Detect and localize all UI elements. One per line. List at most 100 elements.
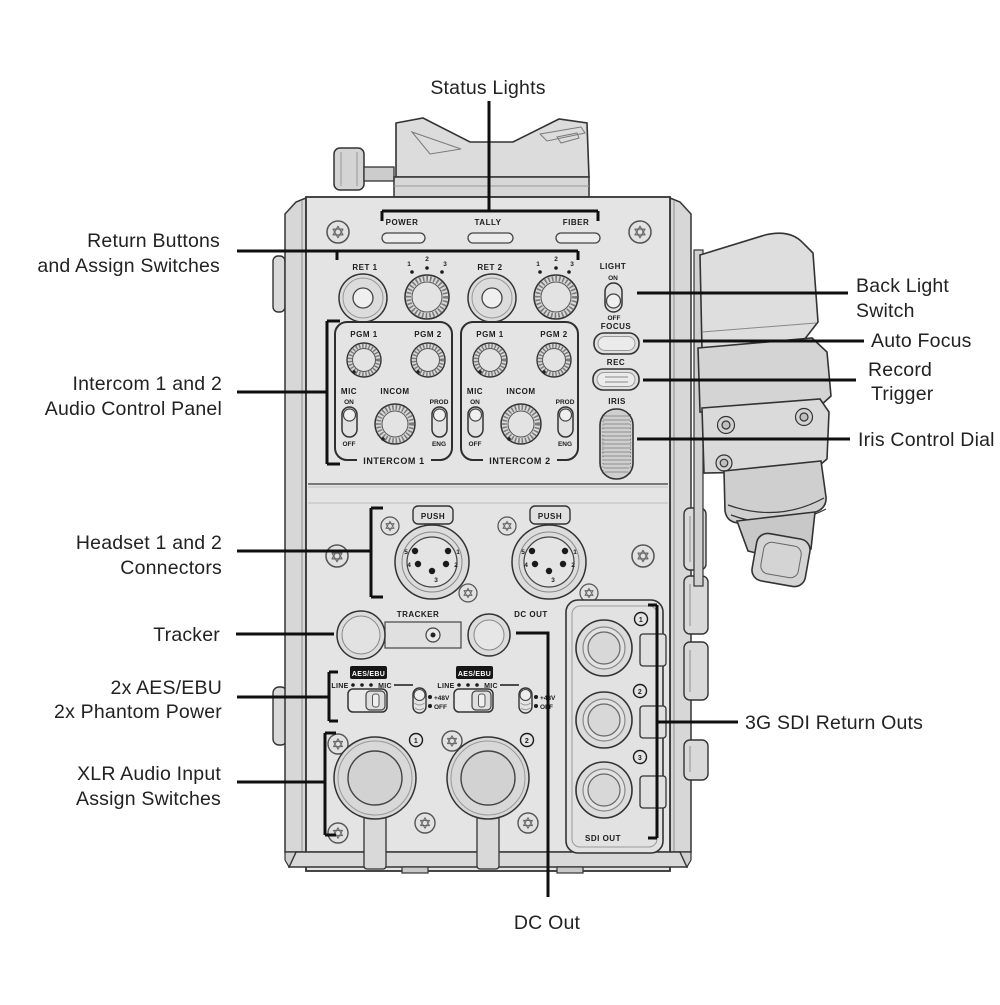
- ret2-label: RET 2: [477, 263, 502, 272]
- headset-callout: Headset 1 and 2: [76, 532, 222, 554]
- tracker-label: TRACKER: [397, 610, 440, 619]
- mid-housing: [697, 337, 832, 413]
- svg-text:1: 1: [456, 549, 460, 556]
- return-buttons-callout: Return Buttons: [87, 230, 220, 252]
- ret1-label: RET 1: [352, 263, 377, 272]
- intercom2-title: INTERCOM 2: [489, 456, 551, 466]
- power-label: POWER: [386, 218, 419, 227]
- aes-ebu-badge-label: AES/EBU: [458, 671, 491, 678]
- xlr1-number: 1: [414, 738, 418, 745]
- incom-knob: [500, 403, 542, 445]
- back-light-callout: Back Light: [856, 275, 949, 297]
- svg-text:3: 3: [434, 577, 438, 584]
- svg-text:3: 3: [443, 261, 447, 268]
- plate-base: [393, 176, 590, 198]
- sdi1-number: 1: [639, 617, 643, 624]
- mic-label: MIC: [467, 387, 483, 396]
- sdi2-number: 2: [638, 689, 642, 696]
- return-buttons-callout-line: [237, 249, 580, 260]
- intercom-callout-line: [237, 319, 340, 466]
- sdi3-number: 3: [638, 755, 642, 762]
- svg-text:4: 4: [407, 562, 411, 569]
- prod-eng-switch: [557, 406, 574, 438]
- rec-label: REC: [607, 358, 625, 367]
- aes-callout: 2x AES/EBU: [111, 677, 222, 699]
- dc-out-connector: [467, 613, 511, 657]
- foot: [556, 866, 584, 874]
- screw-icon: [628, 220, 652, 244]
- return-buttons-callout-2: and Assign Switches: [37, 255, 220, 277]
- incom-label: INCOM: [380, 387, 409, 396]
- left-latch-tab: [272, 255, 286, 313]
- eng-label: ENG: [432, 441, 446, 448]
- status-lights-section: POWER TALLY FIBER: [381, 218, 601, 244]
- xlr-callout-2: Assign Switches: [76, 788, 221, 810]
- headset-1-connector: PUSH 5 1 4 2 3: [394, 505, 470, 600]
- svg-text:5: 5: [404, 549, 408, 556]
- screw-icon: [497, 516, 517, 536]
- xlr-audio-inputs: 1 2: [333, 732, 535, 870]
- pgm2-knob: [410, 342, 446, 378]
- pgm1-knob: [472, 342, 508, 378]
- svg-text:2: 2: [571, 562, 575, 569]
- record-callout-2: Trigger: [871, 383, 934, 405]
- screw-icon: [631, 544, 655, 568]
- mic-off-label: OFF: [469, 441, 482, 448]
- pgm2-knob: [536, 342, 572, 378]
- dc-out-callout-line: [516, 631, 550, 897]
- sdi-connector-3: [575, 761, 633, 819]
- prod-label: PROD: [430, 399, 449, 406]
- back-light-callout-2: Switch: [856, 300, 915, 322]
- fiber-label: FIBER: [563, 218, 590, 227]
- tally-label: TALLY: [475, 218, 502, 227]
- phantom-power-switch: [518, 687, 533, 714]
- svg-text:2: 2: [425, 256, 429, 263]
- sdi-connector-2: [575, 691, 633, 749]
- pgm1-label: PGM 1: [476, 330, 503, 339]
- aes-ebu-badge: [350, 666, 387, 679]
- v-mount-wedge: [395, 117, 590, 178]
- xlr-input-2: [446, 736, 530, 870]
- phantom-power-switch: [412, 687, 427, 714]
- focus-label: FOCUS: [601, 322, 632, 331]
- screw-icon: [327, 822, 349, 844]
- record-callout: Record: [868, 359, 932, 381]
- tracker-dc-row: TRACKER DC OUT: [336, 610, 547, 660]
- sdi-callout-line: [648, 603, 738, 840]
- svg-text:1: 1: [573, 549, 577, 556]
- status-lights-callout: Status Lights: [430, 77, 545, 99]
- headset-2-connector: PUSH 5 1 4 2 3: [511, 505, 587, 600]
- sdi-connector-1: [575, 619, 633, 677]
- pgm2-label: PGM 2: [414, 330, 441, 339]
- push-label: PUSH: [421, 512, 445, 521]
- headset-connectors: PUSH 5 1 4 2 3 PUSH 5 1 4: [394, 505, 587, 600]
- line-mic-slider: [453, 688, 494, 713]
- light-label: LIGHT: [600, 262, 627, 271]
- iris-callout: Iris Control Dial: [858, 429, 995, 451]
- prod-label: PROD: [556, 399, 575, 406]
- incom-knob: [374, 403, 416, 445]
- aes-ebu-badge-label: AES/EBU: [352, 671, 385, 678]
- tracker-callout: Tracker: [153, 624, 220, 646]
- dc-out-callout: DC Out: [514, 912, 581, 934]
- intercom-1-panel: INTERCOM 1 PGM 1 PGM 2 MIC ON OFF INCOM: [334, 321, 453, 468]
- xlr-callout: XLR Audio Input: [77, 763, 221, 785]
- push-label: PUSH: [538, 512, 562, 521]
- power-status-light: [381, 232, 426, 244]
- back-light-switch: [604, 282, 623, 313]
- mic-label: MIC: [341, 387, 357, 396]
- mic-label: MIC: [484, 683, 498, 690]
- line-label: LINE: [331, 683, 348, 690]
- ret2-button: [467, 273, 517, 323]
- auto-focus-callout: Auto Focus: [871, 330, 972, 352]
- screw-icon: [325, 544, 349, 568]
- return-buttons-section: RET 1 1 2 3 RET 2 1 2 3: [338, 256, 579, 323]
- aes-callout-2: 2x Phantom Power: [54, 701, 222, 723]
- iris-label: IRIS: [608, 397, 626, 406]
- pgm1-label: PGM 1: [350, 330, 377, 339]
- screw-icon: [517, 812, 539, 834]
- aes-callout-line: [237, 670, 338, 723]
- phantom-label: +48V: [434, 695, 450, 702]
